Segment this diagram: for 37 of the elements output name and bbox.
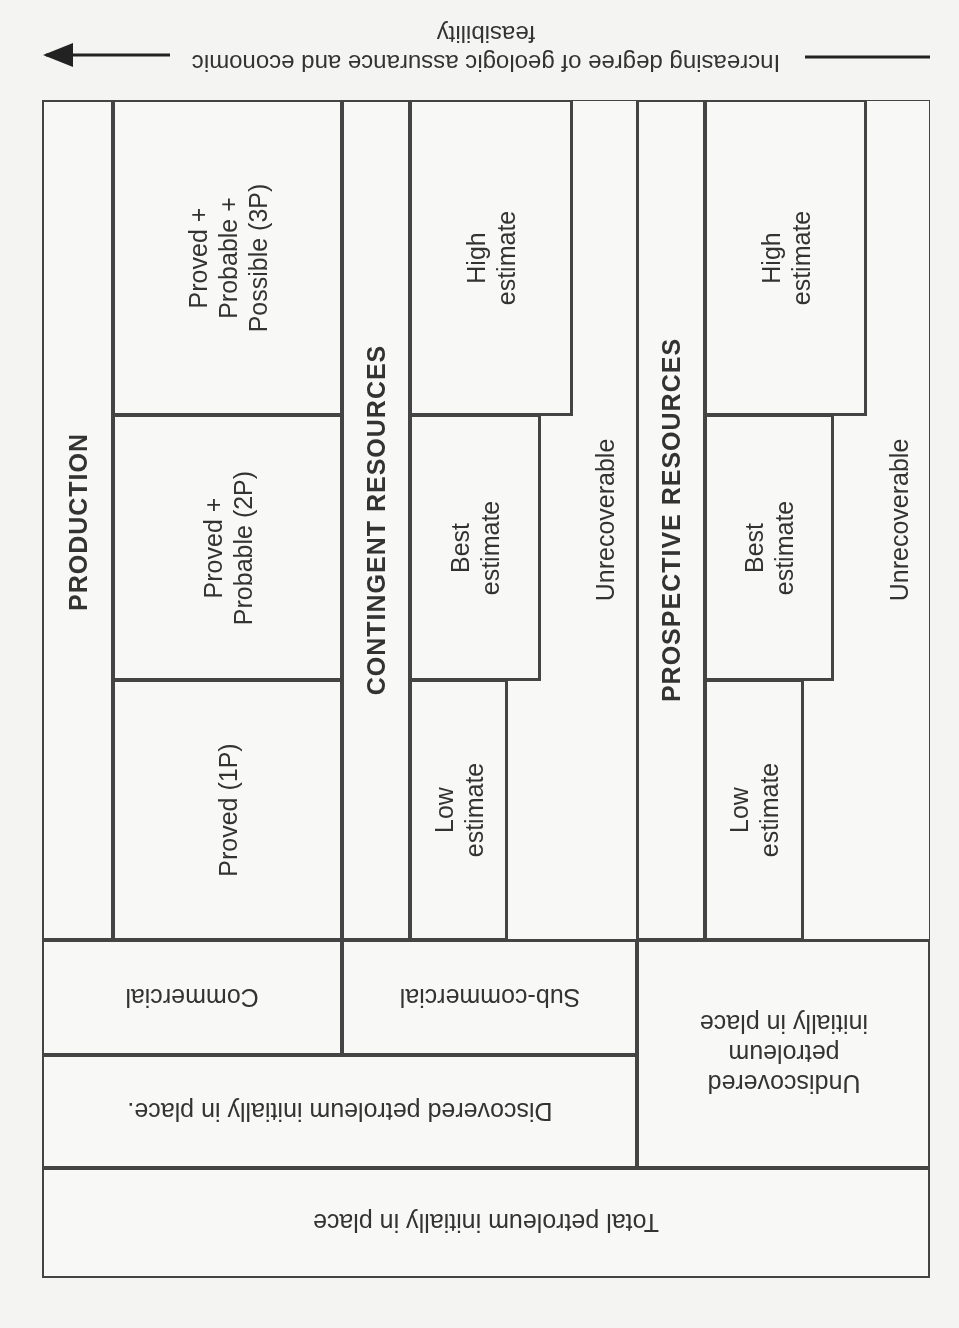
table-cell	[113, 680, 342, 940]
table-cell	[705, 415, 833, 680]
table-cell	[410, 680, 507, 940]
table-cell	[42, 1055, 637, 1168]
cell-label: Proved + Probable + Possible (3P)	[182, 182, 273, 334]
cell-label: Best estimate	[739, 499, 799, 597]
axis-label: Increasing degree of geologic assurance and economic feasibility	[190, 20, 782, 77]
cell-label: Unrecoverable	[884, 438, 914, 602]
cell-label: Proved (1P)	[212, 743, 243, 877]
cell-label: Commercial	[125, 982, 259, 1013]
table-cell	[113, 100, 342, 415]
cell-label: High estimate	[461, 209, 521, 307]
cell-label: Unrecoverable	[590, 438, 620, 602]
cell-label: Undiscovered petroleum initially in place	[698, 1009, 869, 1099]
cell-label: High estimate	[755, 209, 816, 307]
column-heading: PROSPECTIVE RESOURCES	[656, 337, 686, 703]
cell-label: Total petroleum initially in place	[313, 1208, 659, 1238]
cell-label: Proved + Probable (2P)	[197, 469, 258, 627]
cell-label: Discovered petroleum initially in place.	[126, 1096, 553, 1127]
category-column	[42, 100, 113, 940]
category-column	[342, 100, 410, 940]
table-cell	[410, 100, 572, 415]
column-heading: CONTINGENT RESOURCES	[361, 344, 391, 696]
cell-label: Sub-commercial	[399, 982, 580, 1013]
cell-label: Best estimate	[445, 499, 505, 597]
table-cell	[410, 415, 540, 680]
column-heading: PRODUCTION	[62, 432, 93, 612]
table-cell	[637, 940, 930, 1168]
table-cell	[705, 680, 803, 940]
table-cell	[42, 940, 342, 1055]
table-cell	[42, 1168, 930, 1278]
cell-label: Low estimate	[724, 761, 784, 860]
cell-label: Low estimate	[428, 761, 489, 860]
category-column	[637, 100, 705, 940]
table-cell	[113, 415, 342, 680]
table-cell	[342, 940, 637, 1055]
table-cell	[705, 100, 866, 415]
